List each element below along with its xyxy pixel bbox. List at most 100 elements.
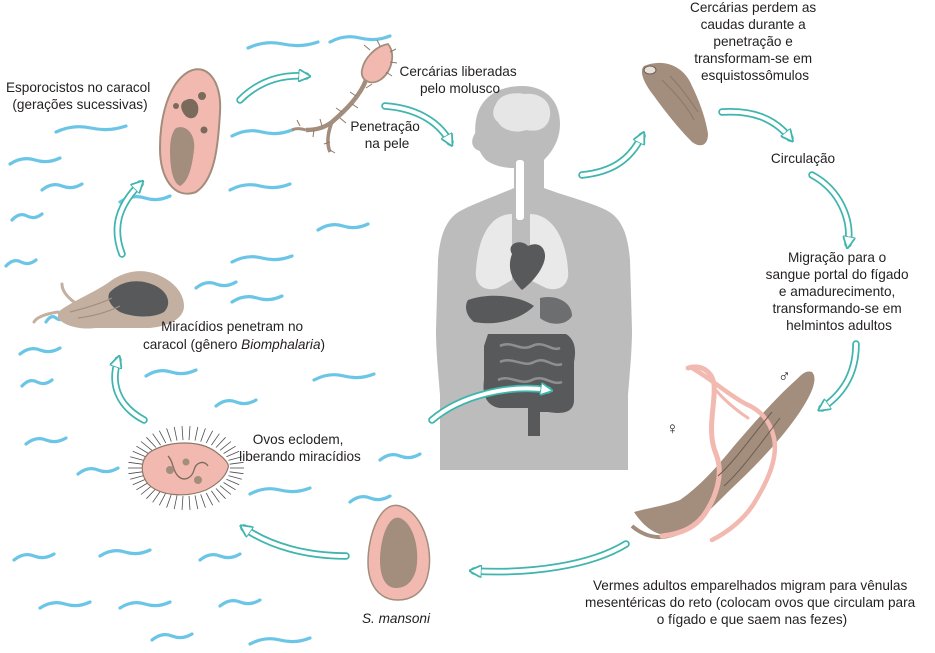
cercaria-icon <box>291 39 398 154</box>
cilium <box>166 494 172 508</box>
liver-icon <box>466 295 534 324</box>
cilium <box>181 426 184 441</box>
label-cercarias-liberadas: Cercárias liberadas pelo molusco <box>400 64 521 96</box>
label-ovos-eclodem: Ovos eclodem, liberando miracídios <box>239 432 361 464</box>
cilium <box>146 437 157 448</box>
label-esporocistos: Esporocistos no caracol (gerações sucess… <box>6 80 154 112</box>
cilium <box>205 430 214 444</box>
label-circulacao: Circulação <box>771 151 835 166</box>
wave <box>230 294 284 304</box>
wave <box>18 346 62 356</box>
cilium <box>229 461 244 465</box>
cilium <box>219 485 232 495</box>
cilium <box>188 426 191 441</box>
brain-icon <box>493 93 551 132</box>
cilium <box>140 441 153 451</box>
human-body-icon <box>436 86 632 470</box>
female-symbol: ♀ <box>666 419 679 438</box>
cilium <box>194 426 199 441</box>
schistosomulum-icon <box>641 62 708 146</box>
cilium <box>158 492 167 506</box>
water-waves <box>4 34 422 646</box>
wave <box>8 156 62 166</box>
cycle-arrows <box>115 76 860 572</box>
cilium <box>130 456 144 461</box>
cilium <box>223 482 236 491</box>
cilium <box>128 461 143 465</box>
cilium <box>173 495 178 510</box>
wave <box>248 486 312 496</box>
label-vermes-adultos: Vermes adultos emparelhados migram para … <box>585 578 919 627</box>
cilium <box>219 441 232 451</box>
cilium <box>128 471 143 475</box>
wave <box>328 34 392 44</box>
label-miracidios: Miracídios penetram no caracol (gênero B… <box>143 319 325 352</box>
cilium <box>136 445 149 454</box>
label-cercarias-perdem: Cercárias perdem as caudas durante a pen… <box>690 0 820 83</box>
wave <box>230 128 294 138</box>
label-penetracao: Penetração na pele <box>350 119 423 151</box>
wave <box>228 182 292 192</box>
cilium <box>215 488 226 499</box>
cilium <box>136 482 149 491</box>
wave <box>248 636 312 646</box>
cilium <box>226 450 240 458</box>
label-s-mansoni: S. mansoni <box>362 611 431 626</box>
egg-icon <box>367 504 431 601</box>
cilium <box>152 490 161 503</box>
label-migracao: Migração para o sangue portal do fígado … <box>766 250 913 333</box>
cilium <box>181 495 184 510</box>
wave <box>118 600 172 610</box>
wave <box>98 548 152 558</box>
wave <box>218 598 262 608</box>
cilium <box>173 426 178 441</box>
cilium <box>228 475 242 480</box>
sporocyst-icon <box>158 68 222 195</box>
cilium <box>132 478 146 486</box>
wave <box>150 632 194 642</box>
wave <box>198 552 242 562</box>
cilium <box>166 428 172 442</box>
cilium <box>146 488 157 499</box>
wave <box>76 466 120 476</box>
wave <box>230 254 294 264</box>
wave <box>246 40 320 50</box>
cilium <box>200 428 206 442</box>
snail-icon <box>32 271 184 329</box>
cilium <box>140 485 153 495</box>
wave <box>38 600 92 610</box>
wave <box>4 258 38 268</box>
wave <box>24 436 68 446</box>
cilium <box>130 475 144 480</box>
cilium <box>215 437 226 448</box>
cilium <box>188 495 191 510</box>
wave <box>144 368 198 378</box>
adult-worm-pair-icon <box>630 364 815 543</box>
wave <box>40 182 84 192</box>
wave <box>20 378 54 388</box>
wave <box>214 398 258 408</box>
lungs-icon <box>475 214 512 290</box>
heart-icon <box>509 242 546 290</box>
cilium <box>132 450 146 458</box>
cilium <box>205 492 214 506</box>
male-symbol: ♂ <box>778 367 791 386</box>
wave <box>316 222 370 232</box>
wave <box>12 552 56 562</box>
wave <box>10 212 44 222</box>
cilium <box>226 478 240 486</box>
cilium <box>194 495 199 510</box>
cilium <box>228 456 242 461</box>
cilium <box>158 430 167 444</box>
wave <box>378 452 422 462</box>
cilium <box>229 471 244 475</box>
wave <box>348 494 392 504</box>
diagram-labels: Cercárias liberadas pelo molusco Penetra… <box>6 0 919 627</box>
miracidium-icon <box>128 426 244 510</box>
cilium <box>223 445 236 454</box>
wave <box>54 124 128 134</box>
wave <box>312 372 376 382</box>
wave <box>194 280 238 290</box>
cilium <box>200 494 206 508</box>
